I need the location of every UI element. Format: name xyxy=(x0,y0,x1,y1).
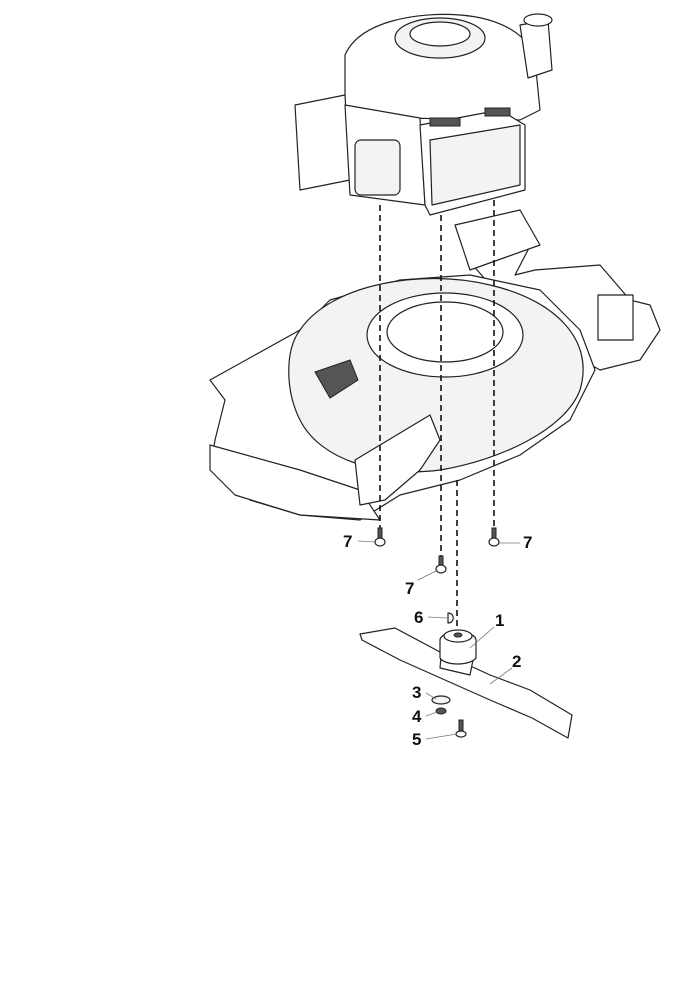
callout-7: 7 xyxy=(523,533,532,552)
blade-assembly xyxy=(359,612,573,739)
callout-3: 3 xyxy=(412,683,421,702)
assembly-lines xyxy=(379,200,495,632)
washer xyxy=(431,695,451,705)
key xyxy=(447,612,454,624)
callout-6: 6 xyxy=(414,608,423,627)
callout-4: 4 xyxy=(412,707,422,726)
blade-bolt xyxy=(458,719,464,732)
callout-5: 5 xyxy=(412,730,421,749)
callout-7: 7 xyxy=(405,579,414,598)
engine-bolt xyxy=(374,527,500,574)
leader-lines xyxy=(357,540,520,740)
callout-1: 1 xyxy=(495,611,504,630)
mower-deck xyxy=(209,227,661,521)
callout-2: 2 xyxy=(512,652,521,671)
spring-washer xyxy=(435,707,447,715)
engine xyxy=(294,13,553,271)
callout-7: 7 xyxy=(343,532,352,551)
